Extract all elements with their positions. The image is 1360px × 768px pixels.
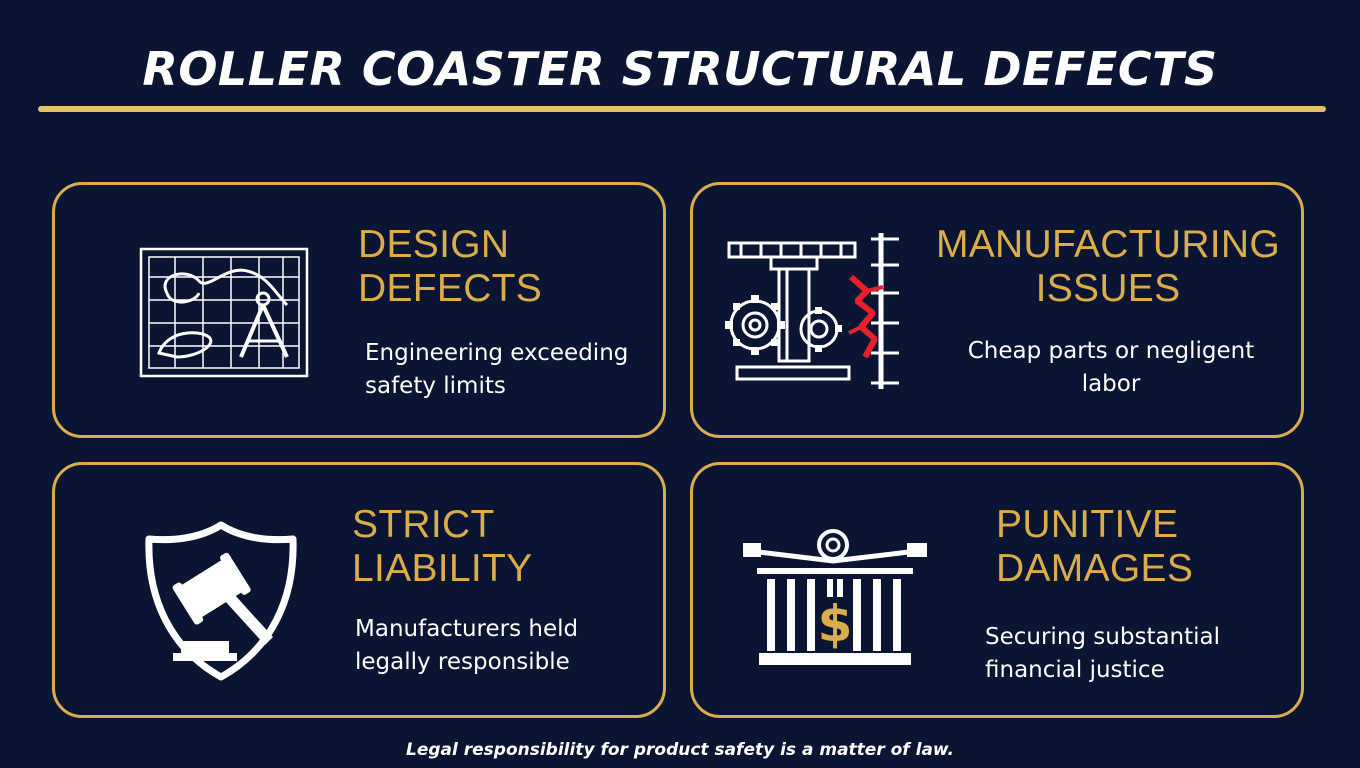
heading-line: MANUFACTURING — [935, 223, 1281, 266]
description-line: legally responsible — [355, 649, 570, 675]
card-description: Engineering exceeding safety limits — [365, 337, 628, 403]
shield-gavel-icon — [145, 521, 297, 681]
card-heading: DESIGN DEFECTS — [358, 223, 542, 311]
heading-line: ISSUES — [1035, 267, 1181, 310]
description-line: safety limits — [365, 373, 506, 399]
courthouse-dollar-icon: $ — [743, 529, 927, 665]
title-underline — [38, 106, 1326, 112]
description-line: Cheap parts or negligent — [967, 338, 1255, 364]
description-line: Engineering exceeding — [365, 340, 629, 366]
blueprint-compass-icon — [139, 247, 309, 378]
card-punitive-damages: $ PUNITIVE DAMAGES Securing substantial … — [690, 462, 1304, 718]
heading-line: PUNITIVE — [996, 503, 1179, 546]
heading-line: LIABILITY — [352, 547, 533, 590]
heading-line: DESIGN — [358, 223, 510, 266]
heading-line: STRICT — [352, 503, 495, 546]
card-strict-liability: STRICT LIABILITY Manufacturers held lega… — [52, 462, 666, 718]
card-design-defects: DESIGN DEFECTS Engineering exceeding saf… — [52, 182, 666, 438]
heading-line: DEFECTS — [358, 267, 543, 310]
card-heading: STRICT LIABILITY — [352, 503, 532, 591]
card-heading: MANUFACTURING ISSUES — [923, 223, 1293, 311]
card-description: Securing substantial financial justice — [985, 621, 1220, 687]
description-line: financial justice — [985, 657, 1165, 683]
heading-line: DAMAGES — [996, 547, 1194, 590]
svg-text:$: $ — [818, 595, 853, 653]
description-line: Securing substantial — [985, 624, 1221, 650]
gears-cracked-beam-icon — [725, 233, 899, 389]
page-title: ROLLER COASTER STRUCTURAL DEFECTS — [142, 42, 1218, 96]
description-line: labor — [1081, 371, 1141, 397]
card-manufacturing-issues: MANUFACTURING ISSUES Cheap parts or negl… — [690, 182, 1304, 438]
card-description: Cheap parts or negligent labor — [931, 335, 1291, 401]
description-line: Manufacturers held — [355, 616, 579, 642]
card-description: Manufacturers held legally responsible — [355, 613, 578, 679]
footer-note: Legal responsibility for product safety … — [406, 740, 954, 760]
card-heading: PUNITIVE DAMAGES — [996, 503, 1193, 591]
